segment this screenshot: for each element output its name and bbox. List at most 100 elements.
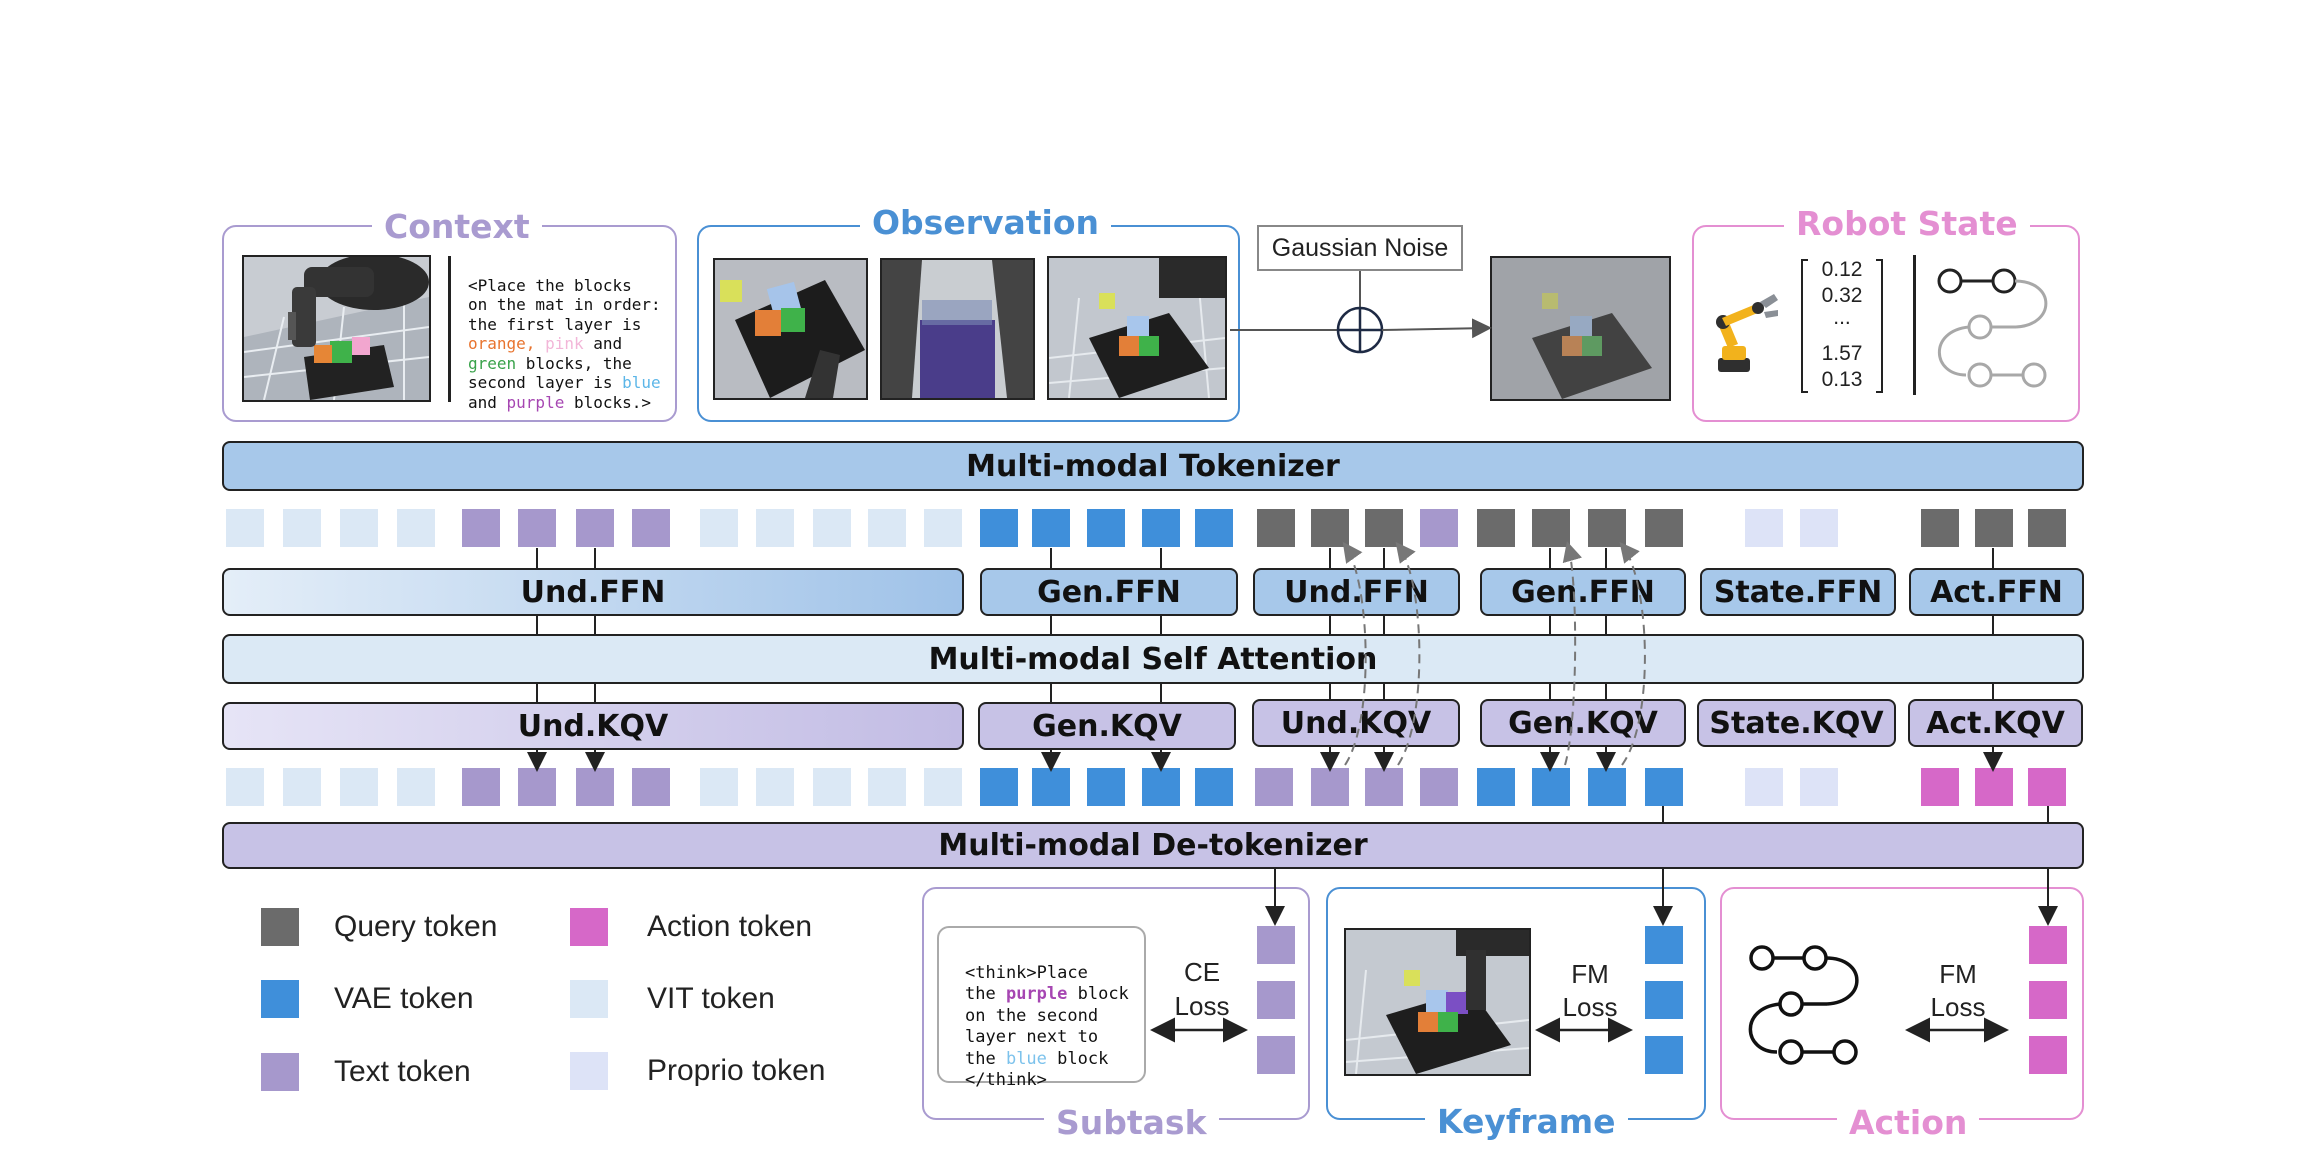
- fm-loss-label-2b: Loss: [1930, 992, 1986, 1022]
- query-token: [1311, 509, 1349, 547]
- proprio-token: [1745, 509, 1783, 547]
- state-value-5: 0.13: [1821, 368, 1863, 391]
- fm-loss-label-2a: FM: [1939, 959, 1977, 989]
- proprio-token: [1800, 768, 1838, 806]
- vae-token: [980, 768, 1018, 806]
- state-value-3: ...: [1833, 306, 1851, 329]
- vit-token: [340, 768, 378, 806]
- gaussian-noise-box: Gaussian Noise: [1257, 225, 1463, 271]
- vit-token: [397, 768, 435, 806]
- word-pink: pink: [545, 334, 584, 353]
- subtask-line-4: layer next to: [965, 1027, 1099, 1047]
- vae-token: [980, 509, 1018, 547]
- observation-image-3: [1047, 256, 1227, 400]
- legend-vae-label: VAE token: [334, 982, 474, 1015]
- fm-loss-label-1b: Loss: [1562, 992, 1618, 1022]
- observation-title: Observation: [860, 203, 1112, 243]
- und-ffn-bar-1: Und.FFN: [222, 568, 964, 616]
- text-token: [632, 509, 670, 547]
- state-value-2: 0.32: [1821, 284, 1863, 307]
- subtask-word-blue: blue: [1005, 1048, 1047, 1069]
- und-kqv-bar-2: Und.KQV: [1252, 699, 1460, 747]
- subtask-line-6: </think>: [965, 1070, 1047, 1090]
- text-token: [518, 768, 556, 806]
- legend-vit-swatch: [570, 980, 608, 1018]
- legend-vit-label: VIT token: [647, 982, 775, 1015]
- state-value-1: 0.12: [1821, 258, 1863, 281]
- text-token: [1257, 926, 1295, 964]
- query-token: [1921, 509, 1959, 547]
- vae-token: [1142, 768, 1180, 806]
- legend-action-label: Action token: [647, 910, 813, 943]
- query-token: [1532, 509, 1570, 547]
- vit-token: [283, 768, 321, 806]
- vit-token: [924, 509, 962, 547]
- query-token: [1365, 509, 1403, 547]
- subtask-line-5: the blue block: [965, 1049, 1129, 1071]
- vit-token: [813, 509, 851, 547]
- subtask-line-3: on the second: [965, 1005, 1099, 1026]
- vit-token: [813, 768, 851, 806]
- vit-token: [226, 509, 264, 547]
- vit-token: [340, 509, 378, 547]
- vit-token: [756, 509, 794, 547]
- text-token: [462, 768, 500, 806]
- noisy-observation-image: [1490, 256, 1671, 401]
- layer-connectors: [527, 548, 2003, 772]
- act-ffn-bar: Act.FFN: [1909, 568, 2084, 616]
- subtask-line-2-pre: the: [965, 984, 1006, 1004]
- query-token: [1645, 509, 1683, 547]
- action-token: [2028, 768, 2066, 806]
- gen-kqv-bar-1: Gen.KQV: [978, 702, 1236, 750]
- query-token: [1257, 509, 1295, 547]
- state-kqv-bar: State.KQV: [1697, 699, 1896, 747]
- vit-token: [700, 509, 738, 547]
- proprio-token: [1745, 768, 1783, 806]
- query-token: [2028, 509, 2066, 547]
- context-line-5: green blocks, the: [468, 354, 661, 374]
- legend-proprio-label: Proprio token: [647, 1054, 826, 1087]
- vae-token: [1087, 509, 1125, 547]
- vae-token: [1195, 509, 1233, 547]
- gen-ffn-bar-1: Gen.FFN: [980, 568, 1238, 616]
- subtask-title: Subtask: [1044, 1103, 1219, 1143]
- vae-token: [1588, 768, 1626, 806]
- subtask-line-5-rest: block: [1046, 1048, 1109, 1069]
- vae-token: [1645, 1036, 1683, 1074]
- context-title: Context: [372, 207, 542, 247]
- vit-token: [756, 768, 794, 806]
- action-token: [1921, 768, 1959, 806]
- vae-token: [1032, 768, 1070, 806]
- state-vector: 0.12 0.32 ... 1.57 0.13: [1800, 258, 1884, 394]
- subtask-line-2: the purple block: [965, 984, 1129, 1006]
- vae-token: [1195, 768, 1233, 806]
- robot-state-divider: [1913, 255, 1916, 395]
- context-line-3: the first layer is: [468, 314, 642, 334]
- context-line-7: and purple blocks.>: [468, 393, 661, 413]
- context-robot-image: [242, 255, 431, 402]
- legend-text-swatch: [261, 1053, 299, 1091]
- text-token: [462, 509, 500, 547]
- dashed-query-arrows: [1342, 541, 1646, 766]
- query-token: [1588, 509, 1626, 547]
- subtask-text-box: [937, 926, 1146, 1083]
- vae-token: [1087, 768, 1125, 806]
- action-token: [2029, 1036, 2067, 1074]
- keyframe-title: Keyframe: [1425, 1102, 1628, 1142]
- ce-loss-label-2: Loss: [1174, 991, 1230, 1021]
- text-token: [1257, 981, 1295, 1019]
- text-token: [1420, 768, 1458, 806]
- fm-loss-label-1a: FM: [1571, 959, 1609, 989]
- state-value-4: 1.57: [1821, 342, 1863, 365]
- trajectory-icon-black: [1745, 940, 1875, 1070]
- context-line-7-pre: and: [468, 392, 507, 412]
- subtask-line-5-pre: the: [965, 1048, 1006, 1069]
- query-token: [1975, 509, 2013, 547]
- legend-query-swatch: [261, 908, 299, 946]
- vae-token: [1532, 768, 1570, 806]
- state-ffn-bar: State.FFN: [1700, 568, 1896, 616]
- subtask-line-1: <think>Place: [965, 962, 1088, 983]
- text-token: [576, 768, 614, 806]
